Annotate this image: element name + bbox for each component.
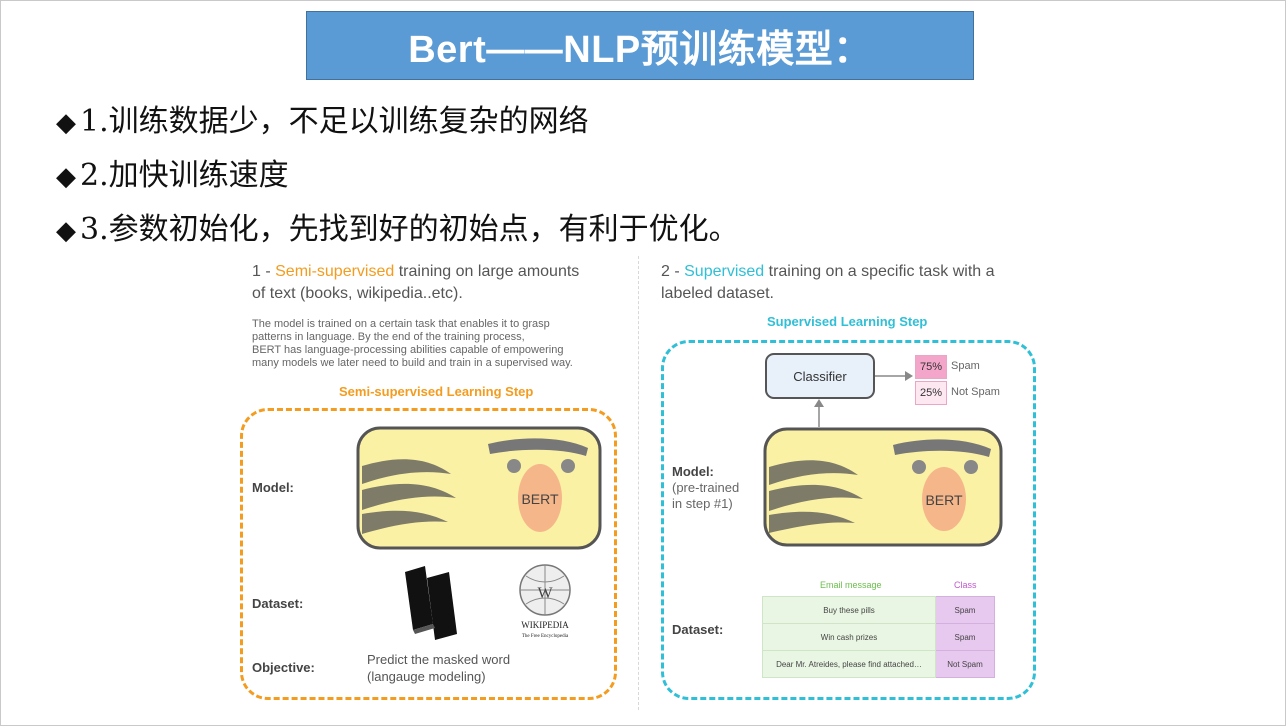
bert-training-figure: 1 - Semi-supervised training on large am… [240,256,1040,710]
email-message-header: Email message [820,580,882,590]
wikipedia-globe-icon: W WIKIPEDIA The Free Encyclopedia [519,564,571,639]
semi-supervised-step-box [240,408,617,700]
supervised-heading: 2 - Supervised training on a specific ta… [661,263,995,302]
objective-label: Objective: [252,660,315,675]
diamond-bullet-icon: ◆ [56,162,76,192]
not-spam-output-label: Not Spam [951,386,1000,398]
dataset-label-right: Dataset: [672,622,724,637]
bullet-item: ◆3.参数初始化，先找到好的初始点，有利于优化。 [56,208,739,262]
semi-supervised-description: The model is trained on a certain task t… [252,318,573,369]
bert-model-illustration: BERT [356,426,602,550]
supervised-step-title: Supervised Learning Step [767,314,928,329]
panel-divider [638,256,639,710]
supervised-step-box [661,340,1036,700]
classifier-output-arrow [875,371,913,381]
spam-probability: 75% [915,355,947,379]
table-cell-message: Win cash prizes [762,623,936,651]
wikipedia-sub: The Free Encyclopedia [522,634,569,639]
class-header: Class [954,580,977,590]
bert-label-left: BERT [521,491,559,507]
bullet-list: ◆1.训练数据少，不足以训练复杂的网络 ◆2.加快训练速度 ◆3.参数初始化，先… [56,100,739,262]
table-cell-message: Dear Mr. Atreides, please find attached… [762,650,936,678]
bert-pretrained-illustration: BERT [763,427,1003,547]
bert-label-right: BERT [925,492,963,508]
objective-text: Predict the masked word (langauge modeli… [367,652,511,684]
semi-supervised-step-title: Semi-supervised Learning Step [339,384,534,399]
not-spam-probability: 25% [915,381,947,405]
dataset-label: Dataset: [252,596,304,611]
slide-title-box: Bert——NLP预训练模型： [306,11,974,80]
table-cell-class: Spam [935,623,995,651]
model-label: Model: [252,480,294,495]
books-icon [405,566,457,640]
wikipedia-label: WIKIPEDIA [521,620,569,630]
table-row: Buy these pills Spam [762,596,995,624]
table-cell-message: Buy these pills [762,596,936,624]
diamond-bullet-icon: ◆ [56,216,76,246]
diamond-bullet-icon: ◆ [56,108,76,138]
spam-output-label: Spam [951,360,980,372]
model-label-right: Model: [672,464,714,479]
email-dataset-table: Buy these pills Spam Win cash prizes Spa… [762,596,995,678]
semi-supervised-heading: 1 - Semi-supervised training on large am… [252,263,580,302]
table-cell-class: Spam [935,596,995,624]
table-cell-class: Not Spam [935,650,995,678]
svg-text:W: W [537,585,553,602]
classifier-box: Classifier [765,353,875,399]
table-row: Dear Mr. Atreides, please find attached…… [762,650,995,678]
table-row: Win cash prizes Spam [762,623,995,651]
slide-title: Bert——NLP预训练模型： [408,29,872,71]
bullet-item: ◆2.加快训练速度 [56,154,739,208]
model-pretrained-note: (pre-trained in step #1) [672,480,740,511]
bullet-item: ◆1.训练数据少，不足以训练复杂的网络 [56,100,739,154]
bert-to-classifier-arrow [814,399,824,427]
